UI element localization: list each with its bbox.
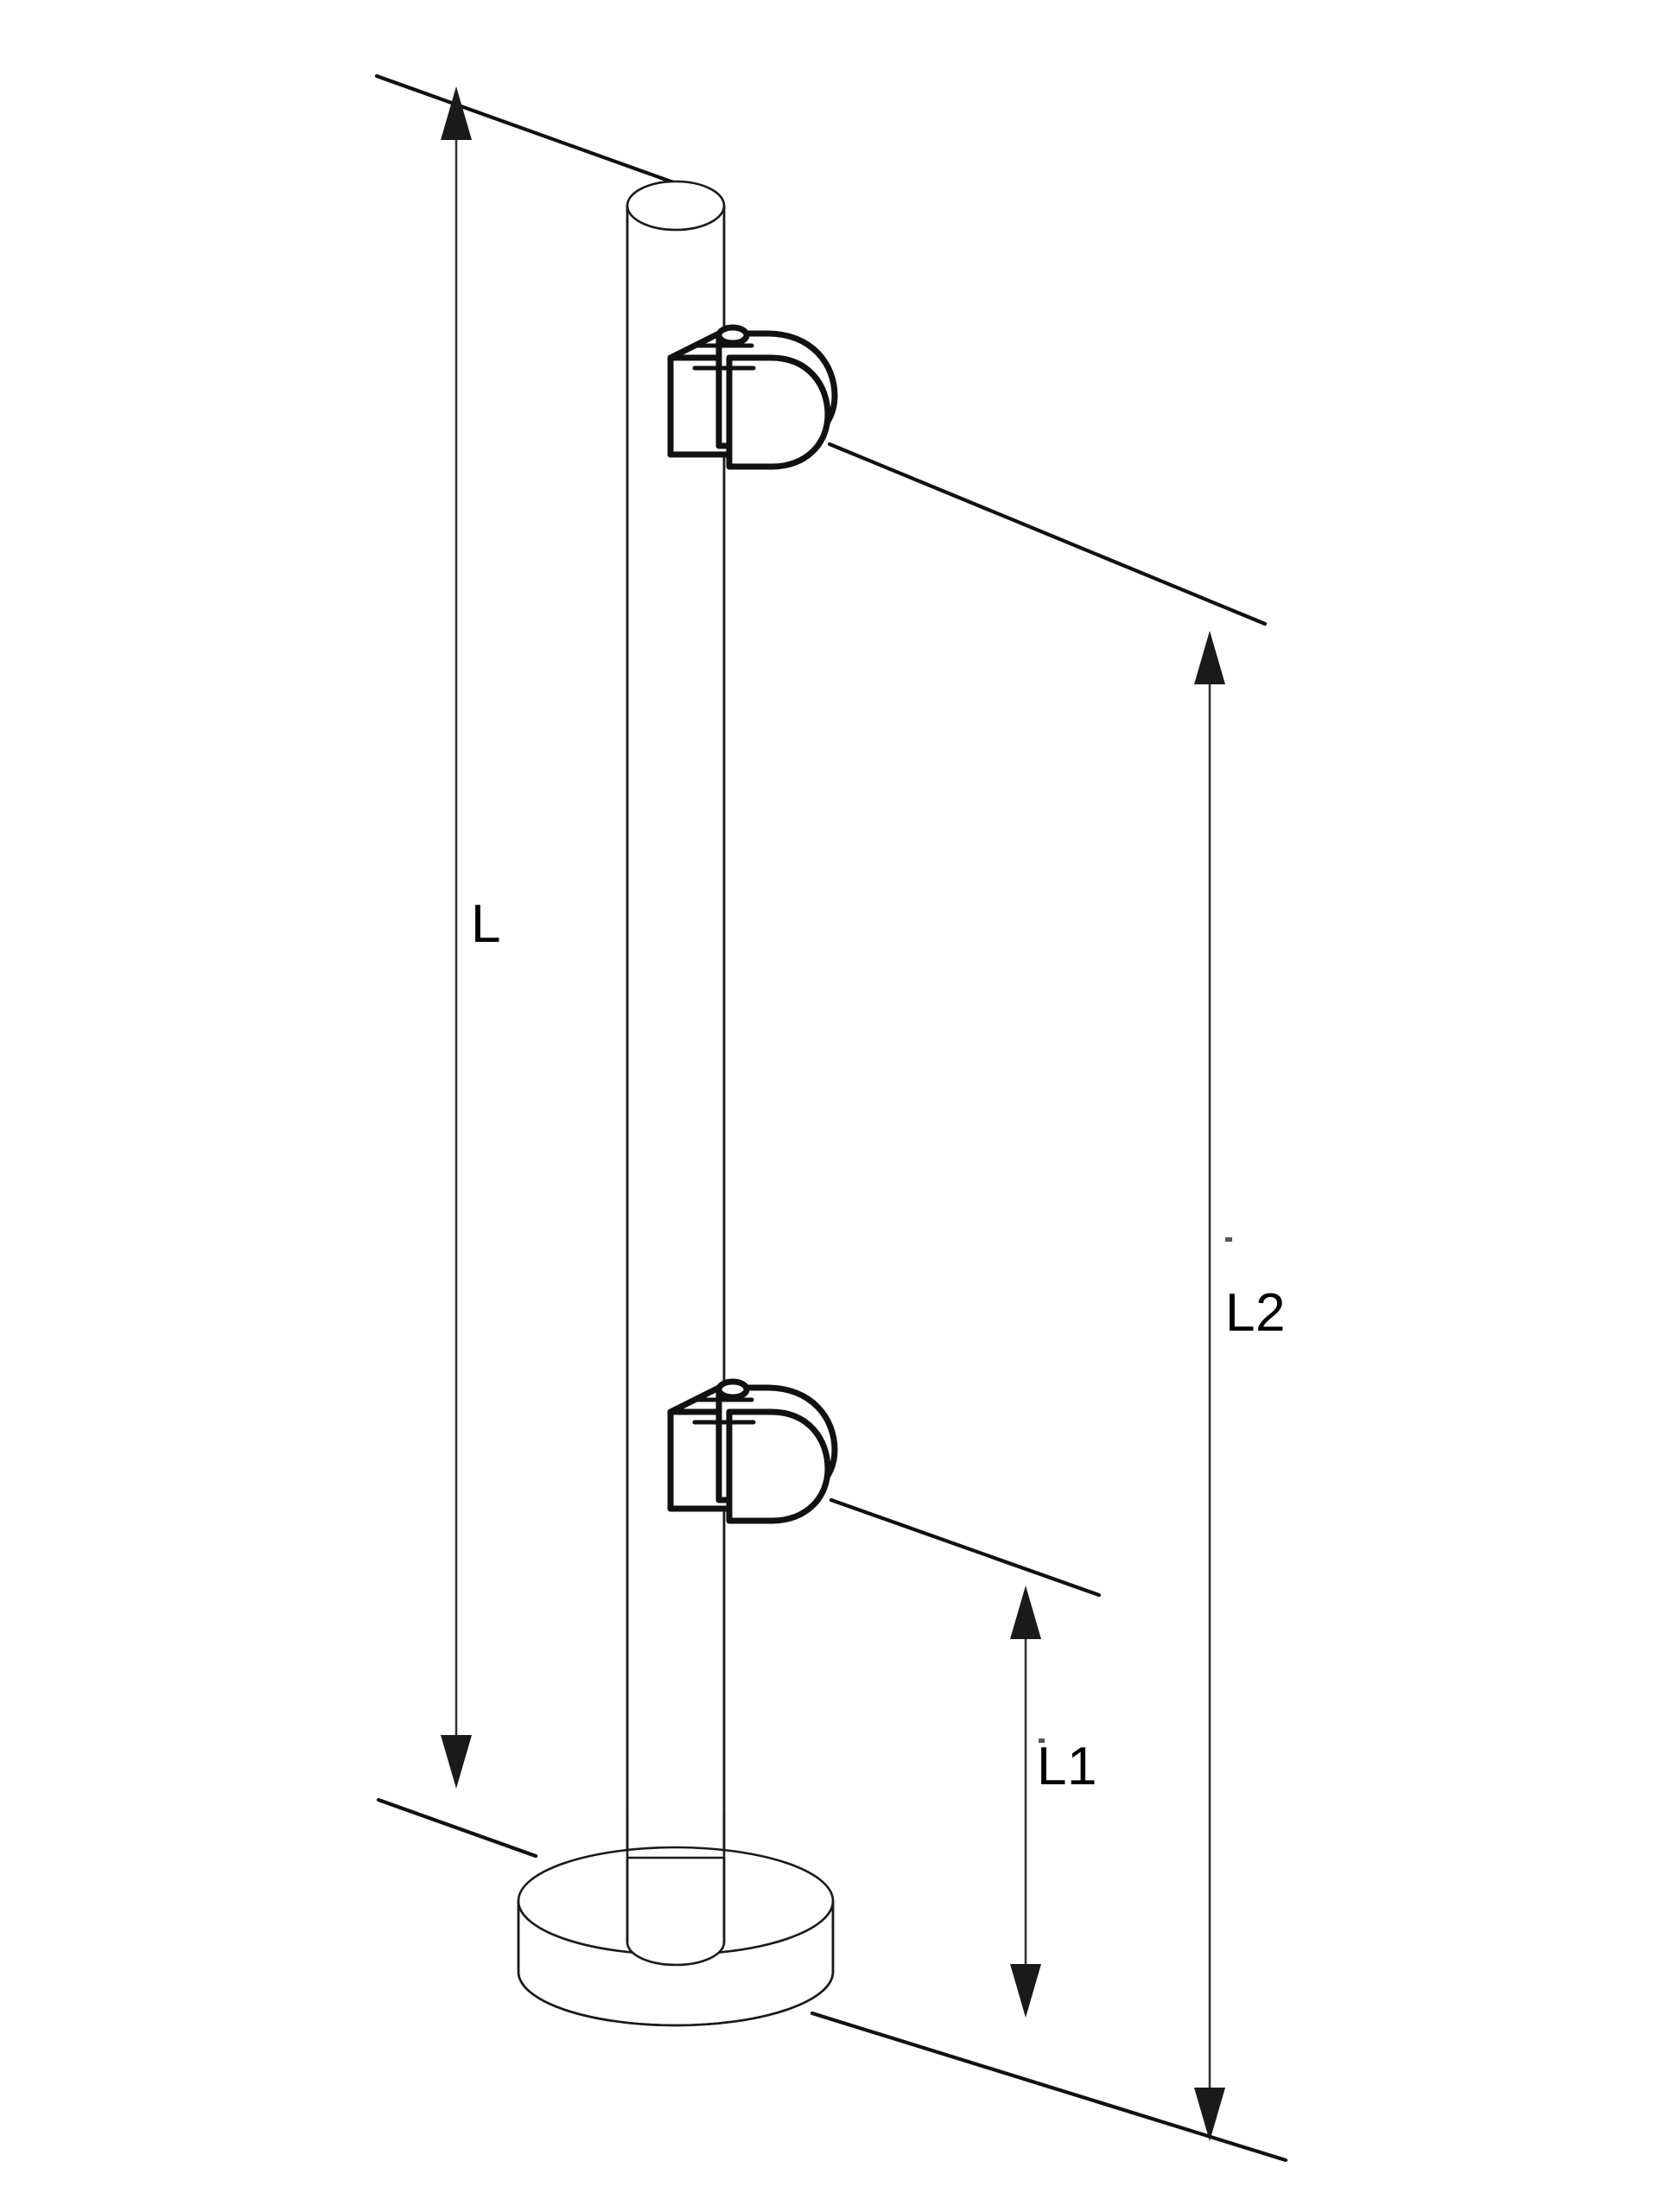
post-body (626, 204, 726, 1961)
lower-clamp-front-jaw (726, 1408, 831, 1524)
dimension-L2-arrow-top (1194, 631, 1225, 684)
extension-line-upper-clamp (827, 442, 1268, 626)
dimension-L1-arrow-top (1010, 1586, 1041, 1639)
upper-glass-clamp (667, 324, 838, 470)
extension-line-baseplate-bottom (810, 2011, 1288, 2163)
base-plate-bottom-arc (517, 1970, 835, 2027)
dimension-L2: L2 (1194, 631, 1286, 2141)
dimension-L: L (441, 86, 501, 1789)
dimension-L-label: L (471, 894, 501, 954)
circular-base-plate (517, 1813, 835, 2027)
dimension-L1-label: L1 (1037, 1737, 1097, 1796)
extension-line-post-top (374, 73, 678, 186)
dimension-L1-tick-artifact (1039, 1738, 1045, 1743)
dimension-L2-tick-artifact (1225, 1237, 1232, 1242)
dimension-L-arrow-top (441, 86, 472, 140)
post-through-baseplate (626, 1856, 726, 1967)
upper-clamp-screw-boss (715, 324, 750, 346)
dimension-L1-arrow-bottom (1010, 1964, 1041, 2018)
lower-clamp-screw-boss (715, 1378, 750, 1401)
lower-glass-clamp (667, 1378, 838, 1524)
dimension-L1: L1 (1010, 1586, 1097, 2018)
extension-line-baseplate-top (376, 1797, 538, 1859)
dimension-L2-label: L2 (1225, 1283, 1286, 1343)
round-tube-post (626, 180, 726, 1961)
post-top-ellipse (626, 180, 726, 232)
upper-clamp-front-jaw (726, 354, 831, 470)
dimension-L-arrow-bottom (441, 1735, 472, 1789)
dimension-L2-arrow-bottom (1194, 2088, 1225, 2141)
extension-line-lower-clamp (829, 1497, 1102, 1598)
